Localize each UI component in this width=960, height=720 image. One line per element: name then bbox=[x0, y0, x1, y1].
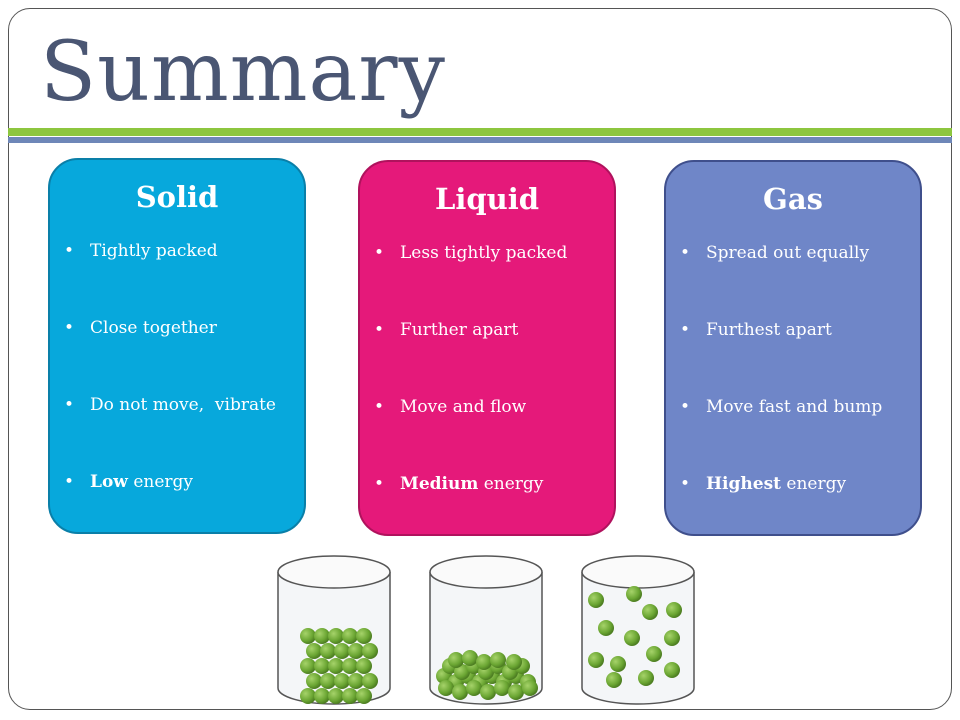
particle bbox=[646, 646, 662, 662]
slide-title: Summary bbox=[40, 25, 446, 120]
particle bbox=[328, 658, 344, 674]
bullet-icon: • bbox=[374, 243, 385, 263]
bullet-icon: • bbox=[374, 397, 385, 417]
particle bbox=[506, 654, 522, 670]
list-item: •Medium energy bbox=[374, 474, 544, 494]
particle bbox=[666, 602, 682, 618]
particle bbox=[588, 592, 604, 608]
liquid-beaker-icon bbox=[429, 555, 543, 705]
particle bbox=[494, 680, 510, 696]
particle bbox=[462, 650, 478, 666]
particle bbox=[300, 688, 316, 704]
beakers-illustration bbox=[277, 555, 695, 705]
list-item: •Highest energy bbox=[680, 474, 847, 494]
bullet-icon: • bbox=[64, 318, 75, 338]
particle bbox=[362, 643, 378, 659]
title-rule-green bbox=[8, 128, 952, 136]
liquid-heading: Liquid bbox=[434, 182, 540, 216]
list-item: •Low energy bbox=[64, 472, 194, 492]
particle bbox=[480, 684, 496, 700]
particle bbox=[348, 643, 364, 659]
particle bbox=[642, 604, 658, 620]
gas-heading: Gas bbox=[763, 182, 823, 216]
particle bbox=[476, 654, 492, 670]
particle bbox=[320, 673, 336, 689]
gas-list: •Spread out equally •Furthest apart •Mov… bbox=[666, 242, 920, 550]
particle bbox=[334, 643, 350, 659]
particle bbox=[306, 643, 322, 659]
particle bbox=[342, 688, 358, 704]
particle bbox=[300, 658, 316, 674]
particle bbox=[610, 656, 626, 672]
particle bbox=[356, 658, 372, 674]
particle bbox=[348, 673, 364, 689]
particle bbox=[664, 630, 680, 646]
particle bbox=[306, 673, 322, 689]
bullet-icon: • bbox=[64, 241, 75, 261]
particle bbox=[328, 688, 344, 704]
list-item: •Spread out equally bbox=[680, 243, 870, 263]
particle bbox=[356, 688, 372, 704]
particle bbox=[490, 652, 506, 668]
particle bbox=[454, 664, 470, 680]
particle bbox=[356, 628, 372, 644]
particle bbox=[626, 586, 642, 602]
bullet-icon: • bbox=[680, 474, 691, 494]
bullet-icon: • bbox=[64, 472, 75, 492]
particle bbox=[342, 658, 358, 674]
bullet-icon: • bbox=[374, 320, 385, 340]
bullet-icon: • bbox=[680, 397, 691, 417]
particle bbox=[466, 680, 482, 696]
list-item: •Do not move, vibrate bbox=[64, 395, 276, 415]
particle bbox=[328, 628, 344, 644]
particle bbox=[362, 673, 378, 689]
liquid-list: •Less tightly packed •Further apart •Mov… bbox=[360, 242, 614, 550]
list-item: •Move fast and bump bbox=[680, 397, 883, 417]
list-item: •Further apart bbox=[374, 320, 519, 340]
list-item: •Tightly packed bbox=[64, 241, 218, 261]
particle bbox=[314, 628, 330, 644]
particle bbox=[438, 680, 454, 696]
gas-beaker-icon bbox=[581, 555, 695, 705]
particle bbox=[448, 652, 464, 668]
particle bbox=[342, 628, 358, 644]
particle bbox=[638, 670, 654, 686]
solid-list: •Tightly packed •Close together •Do not … bbox=[50, 240, 304, 548]
particle bbox=[314, 658, 330, 674]
list-item: •Move and flow bbox=[374, 397, 527, 417]
solid-beaker-icon bbox=[277, 555, 391, 705]
liquid-card: Liquid •Less tightly packed •Further apa… bbox=[358, 160, 616, 536]
solid-card: Solid •Tightly packed •Close together •D… bbox=[48, 158, 306, 534]
particle bbox=[314, 688, 330, 704]
bullet-icon: • bbox=[680, 243, 691, 263]
title-rule-blue bbox=[8, 137, 952, 143]
particle bbox=[598, 620, 614, 636]
bullet-icon: • bbox=[680, 320, 691, 340]
list-item: •Less tightly packed bbox=[374, 243, 568, 263]
particle bbox=[508, 684, 524, 700]
solid-heading: Solid bbox=[135, 180, 219, 214]
particle bbox=[664, 662, 680, 678]
particle bbox=[320, 643, 336, 659]
particle bbox=[624, 630, 640, 646]
particle bbox=[300, 628, 316, 644]
bullet-icon: • bbox=[64, 395, 75, 415]
gas-card: Gas •Spread out equally •Furthest apart … bbox=[664, 160, 922, 536]
particle bbox=[606, 672, 622, 688]
particle bbox=[588, 652, 604, 668]
bullet-icon: • bbox=[374, 474, 385, 494]
list-item: •Close together bbox=[64, 318, 217, 338]
particle bbox=[334, 673, 350, 689]
particle bbox=[452, 684, 468, 700]
particle bbox=[522, 680, 538, 696]
list-item: •Furthest apart bbox=[680, 320, 832, 340]
